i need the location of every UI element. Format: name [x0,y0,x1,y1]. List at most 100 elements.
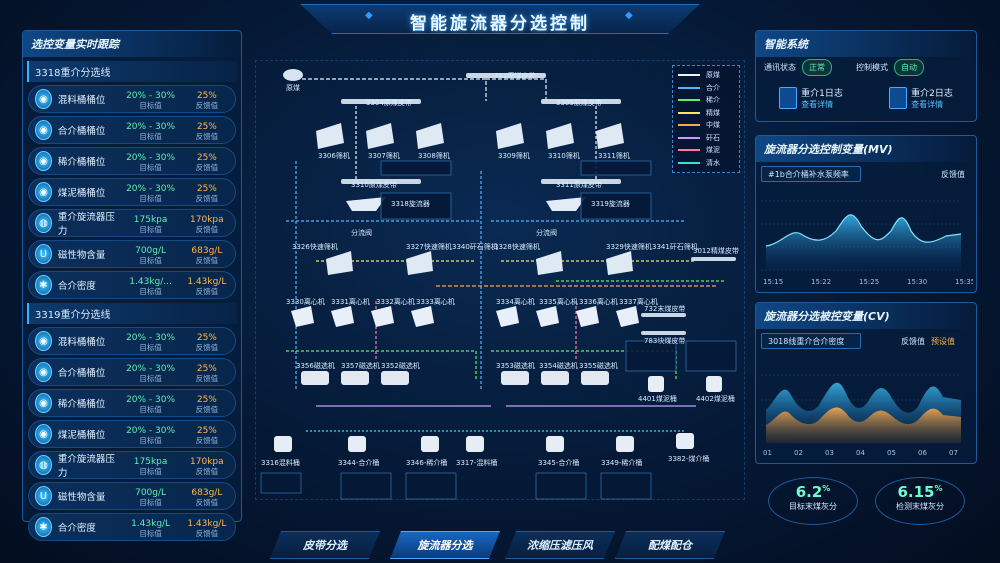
log-1[interactable]: 重介1日志查看详情 [779,86,843,110]
log-1-title: 重介1日志 [801,89,843,99]
legend-item: 煤泥 [678,144,734,157]
kpi2-unit: % [934,484,943,493]
hx-1-label: 3326快速筛机 [292,242,338,251]
target-cell: 20% - 30%目标值 [122,423,178,446]
legend-item: 合介 [678,82,734,95]
tab-thickening-filtration[interactable]: 浓缩压滤压风 [505,531,615,559]
tank-6-label: 3349-稀介桶 [601,458,642,467]
belt-r4-label: 783块煤皮带 [644,336,685,345]
tab-cyclone-separation[interactable]: 旋流器分选 [390,531,500,559]
screen-4-label: 3309筛机 [498,151,530,160]
gauge-icon: ◉ [35,331,52,351]
feedback-caption: 反馈值 [195,193,219,203]
centrifuge-l1-label: 3330离心机 [286,297,325,306]
log-2[interactable]: 重介2日志查看详情 [889,86,953,110]
legend-swatch [678,136,700,139]
feedback-caption: 反馈值 [195,131,219,141]
kpi-target-ash: 6.2% 目标末煤灰分 [768,477,858,525]
log-2-link[interactable]: 查看详情 [911,100,944,109]
target-value: 20% - 30% [126,152,176,163]
kpi1-value: 6.2 [795,483,823,501]
cyclone-1-label: 3318旋流器 [391,199,430,208]
target-caption: 目标值 [139,466,162,476]
mv-x-tick: 15:35 [955,278,973,286]
mv-select[interactable]: #1b合介桶补水泵频率 [761,166,861,182]
feedback-caption: 反馈值 [195,286,219,296]
gauge-icon: ◉ [35,424,52,444]
tank-3-label: 3346-稀介桶 [406,458,447,467]
title-deco-right-icon: ◆ [625,10,633,21]
belt-l-label: 3304原煤皮带 [366,98,412,107]
gauge-icon: ◍ [35,455,52,475]
target-caption: 目标值 [139,404,162,414]
target-caption: 目标值 [139,528,162,538]
variable-label: 混料桶桶位 [57,95,106,106]
screen-3-label: 3308筛机 [418,151,450,160]
tank-1-label: 3316混料桶 [261,458,300,467]
legend-label: 煤泥 [706,146,720,155]
gauge-icon: ◉ [35,120,52,140]
tank-9-label: 4402煤泥桶 [696,394,735,403]
silo-label: 原煤 [286,83,300,92]
target-caption: 目标值 [139,100,162,110]
target-value: 20% - 30% [126,394,176,405]
feedback-caption: 反馈值 [195,404,219,414]
cv-legend: 反馈值 预设值 [901,336,955,347]
gauge-icon: U [35,486,52,506]
target-caption: 目标值 [139,373,162,383]
gauge-icon: ◉ [35,182,52,202]
log-1-link[interactable]: 查看详情 [801,100,834,109]
legend-swatch [678,149,700,152]
target-value: 20% - 30% [126,90,176,101]
target-value: 1.43kg/... [129,276,172,287]
hx-6-label: 3341矸石筛机 [652,242,698,251]
cv-x-tick: 03 [825,449,834,457]
legend-label: 原煤 [706,71,720,80]
centrifuge-r1-label: 3334离心机 [496,297,535,306]
mode-toggle[interactable]: 自动 [894,59,924,76]
kpi2-value: 6.15 [897,483,935,501]
title-deco-left-icon: ◆ [365,10,373,21]
legend-item: 原煤 [678,69,734,82]
feedback-value: 1.43kg/L [187,518,227,529]
feedback-value: 25% [196,332,217,343]
tab-belt-separation[interactable]: 皮带分选 [270,531,380,559]
pipe-legend: 原煤合介稀介精煤中煤矸石煤泥清水 [672,65,740,173]
target-cell: 20% - 30%目标值 [122,88,178,111]
mv-x-tick: 15:30 [907,278,927,286]
cv-x-tick: 05 [887,449,896,457]
legend-swatch [678,99,700,102]
feedback-caption: 反馈值 [195,435,219,445]
status-title: 智能系统 [756,31,976,57]
mag-3-label: 3352磁选机 [381,361,420,370]
target-value: 175kpa [133,456,168,467]
screen-2-label: 3307筛机 [368,151,400,160]
cv-select[interactable]: 3018线重介合介密度 [761,333,861,349]
feedback-cell: 25%反馈值 [179,88,235,111]
feedback-cell: 25%反馈值 [179,392,235,415]
variable-label: 煤泥桶桶位 [57,188,106,199]
target-value: 700g/L [135,245,167,256]
gauge-icon: ◉ [35,151,52,171]
target-caption: 目标值 [139,435,162,445]
feedback-cell: 25%反馈值 [179,181,235,204]
feedback-value: 25% [196,121,217,132]
variable-label: 磁性物含量 [57,250,106,261]
tank-4-label: 3317-混料桶 [456,458,497,467]
centrifuge-l2-label: 3331离心机 [331,297,370,306]
feedback-cell: 25%反馈值 [179,119,235,142]
screen-6-label: 3311筛机 [598,151,630,160]
tab-coal-blending[interactable]: 配煤配仓 [615,531,725,559]
target-value: 20% - 30% [126,425,176,436]
